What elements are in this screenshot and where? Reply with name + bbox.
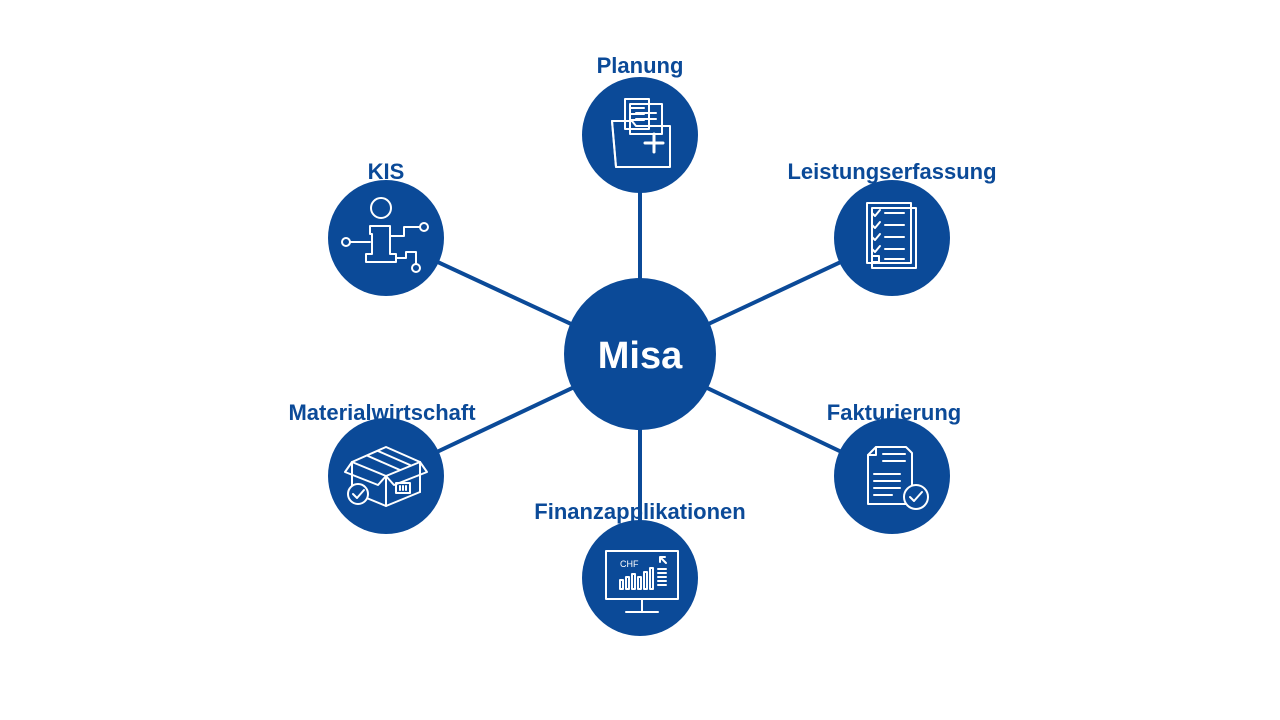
currency-label: CHF [620, 559, 639, 569]
invoice-check-icon [867, 446, 929, 510]
node-label-materialwirtschaft: Materialwirtschaft [288, 400, 476, 425]
center-label: Misa [598, 335, 683, 377]
finance-monitor-icon [605, 550, 679, 613]
node-kis[interactable]: KIS [328, 159, 444, 296]
node-label-kis: KIS [368, 159, 405, 184]
node-materialwirtschaft[interactable]: Materialwirtschaft [288, 400, 476, 534]
node-fakturierung[interactable]: Fakturierung [827, 400, 961, 534]
checklist-icon [866, 202, 917, 269]
node-finanzapplikationen[interactable]: Finanzapplikationen CHF [534, 499, 746, 636]
node-planung[interactable]: Planung [582, 53, 698, 193]
package-box-icon [344, 446, 428, 507]
node-leistungserfassung[interactable]: Leistungserfassung [787, 159, 997, 296]
center-hub: Misa [564, 278, 716, 430]
node-label-fakturierung: Fakturierung [827, 400, 961, 425]
folder-add-icon [611, 98, 671, 168]
node-label-planung: Planung [597, 53, 684, 78]
info-circuit-icon [341, 197, 429, 273]
node-label-finanzapplikationen: Finanzapplikationen [534, 499, 745, 524]
node-label-leistungserfassung: Leistungserfassung [787, 159, 996, 184]
